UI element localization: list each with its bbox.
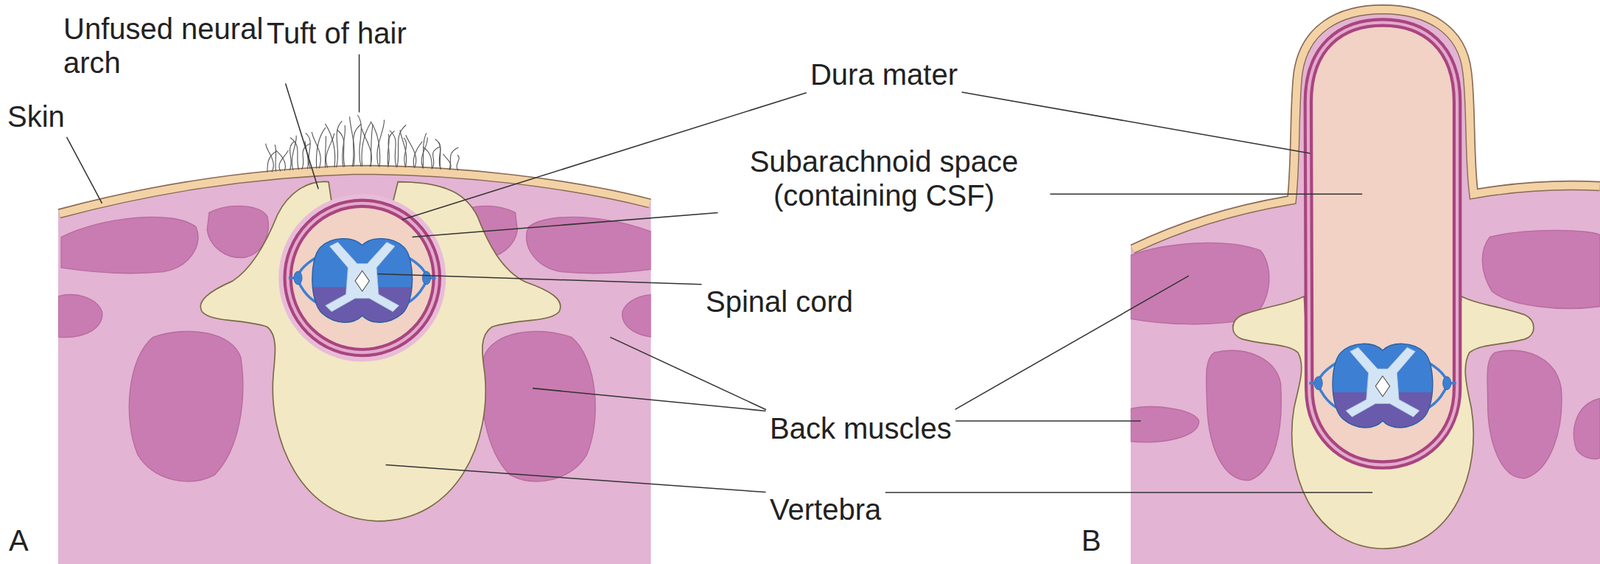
label-holder: Dura mater bbox=[810, 57, 958, 92]
panel-b bbox=[1130, 5, 1600, 564]
muscle bbox=[481, 330, 596, 482]
dura-mater bbox=[288, 203, 437, 353]
label-holder: Vertebra bbox=[769, 492, 882, 526]
muscle bbox=[526, 216, 652, 273]
leader-line bbox=[358, 54, 361, 113]
hair-strand bbox=[400, 130, 407, 168]
hair-strand bbox=[370, 121, 381, 168]
part-label: Subarachnoid space (containing CSF) bbox=[721, 144, 1047, 213]
label-holder: Skin bbox=[7, 99, 65, 134]
part-label: Skin bbox=[7, 99, 65, 134]
tuft-of-hair bbox=[265, 114, 459, 173]
hair-strand bbox=[422, 147, 432, 169]
body-tissue bbox=[1130, 5, 1600, 564]
muscle bbox=[1574, 397, 1600, 459]
hair-strand bbox=[361, 128, 372, 167]
spinal-cord bbox=[1309, 343, 1456, 438]
panel-letter: A bbox=[8, 523, 29, 557]
part-label: Spinal cord bbox=[705, 284, 854, 319]
hair-strand bbox=[361, 122, 371, 167]
hair-strand bbox=[324, 123, 335, 168]
label-holder: Tuft of hair bbox=[266, 16, 407, 51]
hair-strand bbox=[326, 133, 335, 168]
skin bbox=[1130, 5, 1600, 246]
hair-strand bbox=[387, 134, 389, 168]
leader-line bbox=[1050, 193, 1363, 196]
leader-line bbox=[66, 137, 102, 204]
hair-strand bbox=[397, 124, 406, 167]
leader-line bbox=[532, 388, 766, 412]
leader-line bbox=[955, 419, 1141, 422]
hair-strand bbox=[265, 143, 275, 173]
muscle bbox=[1206, 349, 1282, 480]
muscle bbox=[1130, 242, 1270, 324]
muscle bbox=[1482, 229, 1600, 308]
hair-strand bbox=[371, 124, 374, 168]
label-holder: B bbox=[1081, 523, 1102, 557]
dura-mater-sac bbox=[1308, 22, 1458, 465]
hair-strand bbox=[357, 114, 361, 167]
muscle bbox=[61, 216, 199, 273]
hair-strand bbox=[337, 129, 346, 167]
hair-strand bbox=[377, 120, 385, 168]
hair-strand bbox=[403, 137, 407, 168]
hair-strand bbox=[421, 137, 428, 168]
leader-line bbox=[955, 275, 1189, 409]
hair-strand bbox=[275, 150, 286, 171]
skin bbox=[58, 165, 652, 210]
label-holder: Unfused neural arch bbox=[63, 11, 285, 80]
label-holder: A bbox=[8, 523, 29, 557]
hair-strand bbox=[405, 134, 417, 168]
part-label: Tuft of hair bbox=[266, 16, 407, 51]
part-label: Vertebra bbox=[769, 492, 882, 526]
label-holder: Back muscles bbox=[769, 411, 952, 445]
hair-strand bbox=[311, 131, 321, 168]
muscle bbox=[1130, 406, 1200, 442]
dura-mater-inner bbox=[1308, 22, 1458, 465]
muscle bbox=[206, 205, 269, 258]
vertebral-canal bbox=[278, 193, 446, 361]
hair-strand bbox=[456, 154, 459, 171]
vertebra bbox=[200, 181, 561, 521]
hair-strand bbox=[389, 130, 397, 168]
leader-line bbox=[885, 491, 1373, 493]
leader-line bbox=[377, 273, 703, 284]
hair-strand bbox=[349, 116, 356, 167]
hair-strand bbox=[413, 141, 423, 168]
hair-strand bbox=[387, 131, 395, 168]
hair-strand bbox=[435, 139, 442, 170]
muscle bbox=[622, 294, 652, 338]
muscle bbox=[1487, 349, 1562, 478]
panel-a bbox=[58, 114, 652, 564]
spinal-cord bbox=[288, 238, 436, 333]
leader-line bbox=[285, 83, 319, 189]
muscle bbox=[128, 330, 243, 482]
part-label: Back muscles bbox=[769, 411, 952, 445]
skin-outline bbox=[1130, 5, 1600, 246]
leader-line bbox=[412, 212, 719, 237]
hair-strand bbox=[290, 137, 299, 170]
hair-strand bbox=[443, 153, 452, 171]
leader-lines bbox=[66, 54, 1373, 493]
leader-line bbox=[386, 464, 767, 493]
hair-strand bbox=[336, 120, 343, 168]
label-holder: Spinal cord bbox=[705, 284, 854, 319]
label-holder: Subarachnoid space (containing CSF) bbox=[721, 144, 1047, 213]
hair-strand bbox=[267, 151, 277, 173]
part-label: Dura mater bbox=[810, 57, 958, 92]
hair-strand bbox=[431, 146, 440, 169]
leader-line bbox=[609, 336, 767, 409]
leader-line bbox=[962, 92, 1311, 154]
muscle bbox=[58, 294, 103, 338]
hair-strand bbox=[274, 144, 276, 171]
hair-strand bbox=[422, 132, 427, 168]
skin-outline bbox=[58, 165, 652, 210]
dura-mater-inner bbox=[288, 203, 437, 353]
panel-letter: B bbox=[1081, 523, 1102, 557]
leader-line bbox=[402, 92, 807, 220]
part-label: Unfused neural arch bbox=[63, 11, 285, 80]
